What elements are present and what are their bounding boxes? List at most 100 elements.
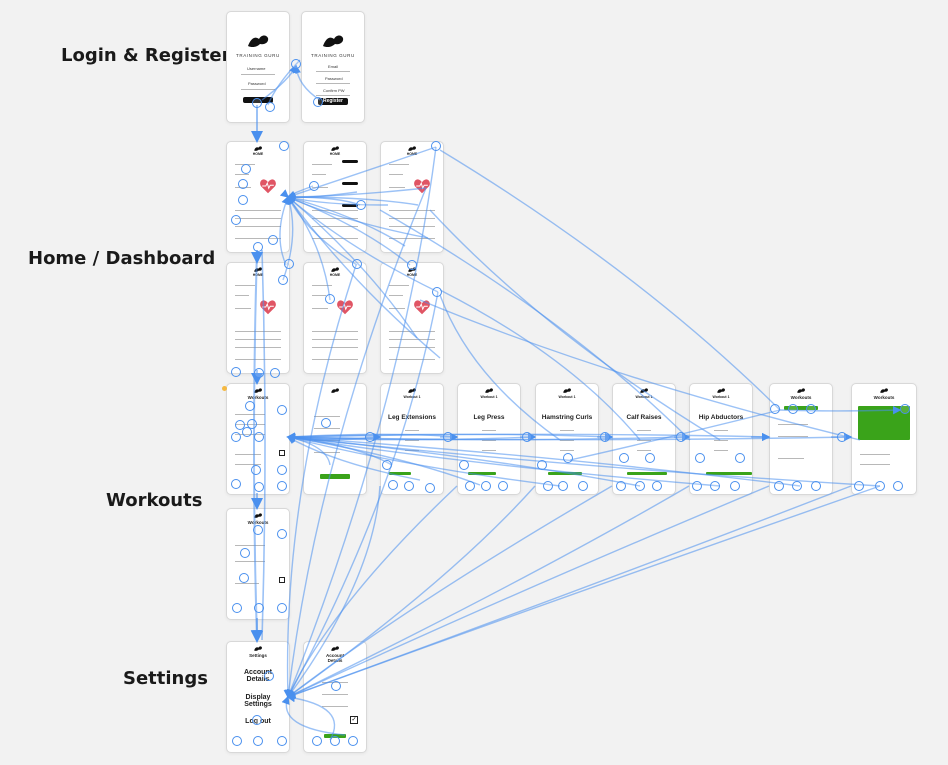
workouts-summary-screen[interactable]: Workouts bbox=[769, 383, 833, 495]
workout-step-screen[interactable]: Workout 1 Hamstring Curls bbox=[535, 383, 599, 495]
hotspot-circle-icon[interactable] bbox=[330, 736, 340, 746]
hotspot-circle-icon[interactable] bbox=[231, 432, 241, 442]
hotspot-circle-icon[interactable] bbox=[407, 260, 417, 270]
hotspot-circle-icon[interactable] bbox=[558, 481, 568, 491]
hotspot-circle-icon[interactable] bbox=[251, 465, 261, 475]
workout-detail-screen[interactable] bbox=[303, 383, 367, 495]
hotspot-circle-icon[interactable] bbox=[645, 453, 655, 463]
workout-step-screen[interactable]: Workout 1 Leg Extensions bbox=[380, 383, 444, 495]
hotspot-circle-icon[interactable] bbox=[695, 453, 705, 463]
hotspot-circle-icon[interactable] bbox=[774, 481, 784, 491]
hotspot-circle-icon[interactable] bbox=[231, 215, 241, 225]
account-details-link[interactable]: Account Details bbox=[244, 669, 272, 683]
hotspot-circle-icon[interactable] bbox=[619, 453, 629, 463]
hotspot-circle-icon[interactable] bbox=[900, 404, 910, 414]
workout-step-screen[interactable]: Workout 1 Hip Abductors bbox=[689, 383, 753, 495]
hotspot-circle-icon[interactable] bbox=[277, 481, 287, 491]
hotspot-circle-icon[interactable] bbox=[600, 432, 610, 442]
hotspot-circle-icon[interactable] bbox=[309, 181, 319, 191]
hotspot-circle-icon[interactable] bbox=[404, 481, 414, 491]
checkbox-icon[interactable]: ✓ bbox=[350, 716, 358, 724]
hotspot-circle-icon[interactable] bbox=[277, 465, 287, 475]
dashboard-screen[interactable]: HOME bbox=[303, 141, 367, 253]
hotspot-circle-icon[interactable] bbox=[252, 715, 262, 725]
dashboard-screen[interactable]: HOME bbox=[226, 141, 290, 253]
hotspot-circle-icon[interactable] bbox=[264, 671, 274, 681]
hotspot-circle-icon[interactable] bbox=[277, 736, 287, 746]
hotspot-circle-icon[interactable] bbox=[278, 275, 288, 285]
hotspot-circle-icon[interactable] bbox=[710, 481, 720, 491]
hotspot-circle-icon[interactable] bbox=[232, 603, 242, 613]
hotspot-circle-icon[interactable] bbox=[268, 235, 278, 245]
hotspot-circle-icon[interactable] bbox=[240, 548, 250, 558]
hotspot-circle-icon[interactable] bbox=[425, 483, 435, 493]
hotspot-circle-icon[interactable] bbox=[578, 481, 588, 491]
hotspot-circle-icon[interactable] bbox=[498, 481, 508, 491]
workout-step-screen[interactable]: Workout 1 Leg Press bbox=[457, 383, 521, 495]
hotspot-circle-icon[interactable] bbox=[854, 481, 864, 491]
toggle-button[interactable] bbox=[342, 182, 358, 185]
hotspot-circle-icon[interactable] bbox=[365, 432, 375, 442]
hotspot-circle-icon[interactable] bbox=[388, 480, 398, 490]
hotspot-circle-icon[interactable] bbox=[254, 432, 264, 442]
workouts-complete-screen[interactable]: Workouts bbox=[851, 383, 917, 495]
hotspot-circle-icon[interactable] bbox=[537, 460, 547, 470]
hotspot-circle-icon[interactable] bbox=[443, 432, 453, 442]
username-field[interactable] bbox=[241, 74, 275, 75]
hotspot-circle-icon[interactable] bbox=[321, 418, 331, 428]
register-screen[interactable]: TRAINING GURU Email Password Confirm PW … bbox=[301, 11, 365, 123]
start-button[interactable] bbox=[320, 474, 350, 479]
hotspot-circle-icon[interactable] bbox=[770, 404, 780, 414]
hotspot-circle-icon[interactable] bbox=[635, 481, 645, 491]
hotspot-circle-icon[interactable] bbox=[231, 479, 241, 489]
hotspot-circle-icon[interactable] bbox=[522, 432, 532, 442]
hotspot-circle-icon[interactable] bbox=[875, 481, 885, 491]
hotspot-circle-icon[interactable] bbox=[431, 141, 441, 151]
hotspot-circle-icon[interactable] bbox=[356, 200, 366, 210]
hotspot-circle-icon[interactable] bbox=[270, 368, 280, 378]
hotspot-circle-icon[interactable] bbox=[242, 427, 252, 437]
hotspot-circle-icon[interactable] bbox=[239, 573, 249, 583]
hotspot-circle-icon[interactable] bbox=[277, 405, 287, 415]
checkbox-icon[interactable] bbox=[279, 450, 285, 456]
hotspot-circle-icon[interactable] bbox=[277, 529, 287, 539]
hotspot-circle-icon[interactable] bbox=[312, 736, 322, 746]
hotspot-circle-icon[interactable] bbox=[253, 242, 263, 252]
hotspot-circle-icon[interactable] bbox=[432, 287, 442, 297]
hotspot-circle-icon[interactable] bbox=[811, 481, 821, 491]
hotspot-circle-icon[interactable] bbox=[348, 736, 358, 746]
register-password-field[interactable] bbox=[316, 83, 350, 84]
hotspot-circle-icon[interactable] bbox=[352, 259, 362, 269]
email-field[interactable] bbox=[316, 71, 350, 72]
hotspot-circle-icon[interactable] bbox=[291, 59, 301, 69]
hotspot-circle-icon[interactable] bbox=[265, 102, 275, 112]
dashboard-screen[interactable]: HOME bbox=[380, 262, 444, 374]
hotspot-circle-icon[interactable] bbox=[652, 481, 662, 491]
hotspot-circle-icon[interactable] bbox=[792, 481, 802, 491]
hotspot-circle-icon[interactable] bbox=[325, 294, 335, 304]
hotspot-circle-icon[interactable] bbox=[459, 460, 469, 470]
hotspot-circle-icon[interactable] bbox=[676, 432, 686, 442]
hotspot-circle-icon[interactable] bbox=[238, 179, 248, 189]
hotspot-circle-icon[interactable] bbox=[241, 164, 251, 174]
hotspot-circle-icon[interactable] bbox=[245, 401, 255, 411]
hotspot-circle-icon[interactable] bbox=[238, 195, 248, 205]
hotspot-circle-icon[interactable] bbox=[382, 460, 392, 470]
hotspot-circle-icon[interactable] bbox=[481, 481, 491, 491]
hotspot-circle-icon[interactable] bbox=[253, 525, 263, 535]
hotspot-circle-icon[interactable] bbox=[247, 419, 257, 429]
checkbox-icon[interactable] bbox=[279, 577, 285, 583]
hotspot-circle-icon[interactable] bbox=[692, 481, 702, 491]
hotspot-circle-icon[interactable] bbox=[616, 481, 626, 491]
hotspot-circle-icon[interactable] bbox=[735, 453, 745, 463]
hotspot-circle-icon[interactable] bbox=[277, 603, 287, 613]
hotspot-circle-icon[interactable] bbox=[254, 603, 264, 613]
hotspot-circle-icon[interactable] bbox=[279, 141, 289, 151]
hotspot-circle-icon[interactable] bbox=[254, 482, 264, 492]
hotspot-circle-icon[interactable] bbox=[284, 259, 294, 269]
hotspot-circle-icon[interactable] bbox=[252, 98, 262, 108]
register-button[interactable]: Register bbox=[318, 98, 348, 105]
hotspot-circle-icon[interactable] bbox=[232, 736, 242, 746]
confirm-password-field[interactable] bbox=[316, 95, 350, 96]
hotspot-circle-icon[interactable] bbox=[253, 736, 263, 746]
